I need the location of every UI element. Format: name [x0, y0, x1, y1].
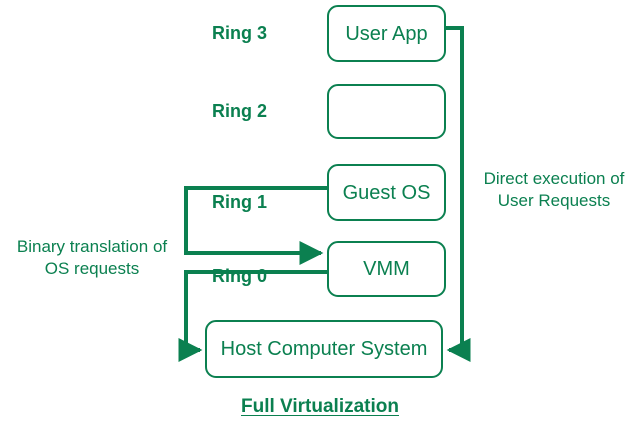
annotation-binary-translation: Binary translation of OS requests	[16, 237, 168, 278]
node-user-app[interactable]: User App	[327, 5, 446, 62]
node-ring2-empty-box[interactable]	[327, 84, 446, 139]
node-host-computer-system[interactable]: Host Computer System	[205, 320, 443, 378]
diagram-caption: Full Virtualization	[241, 396, 399, 417]
node-guest-os[interactable]: Guest OS	[327, 164, 446, 221]
edge-userapp-to-host	[446, 26, 471, 362]
ring-label-ring-2: Ring 2	[211, 101, 267, 121]
ring-label-ring-1: Ring 1	[211, 192, 267, 212]
node-vmm[interactable]: VMM	[327, 241, 446, 297]
ring-label-ring-0: Ring 0	[211, 266, 267, 286]
annotation-direct-execution: Direct execution of User Requests	[483, 169, 625, 210]
ring-label-ring-3: Ring 3	[211, 23, 267, 43]
